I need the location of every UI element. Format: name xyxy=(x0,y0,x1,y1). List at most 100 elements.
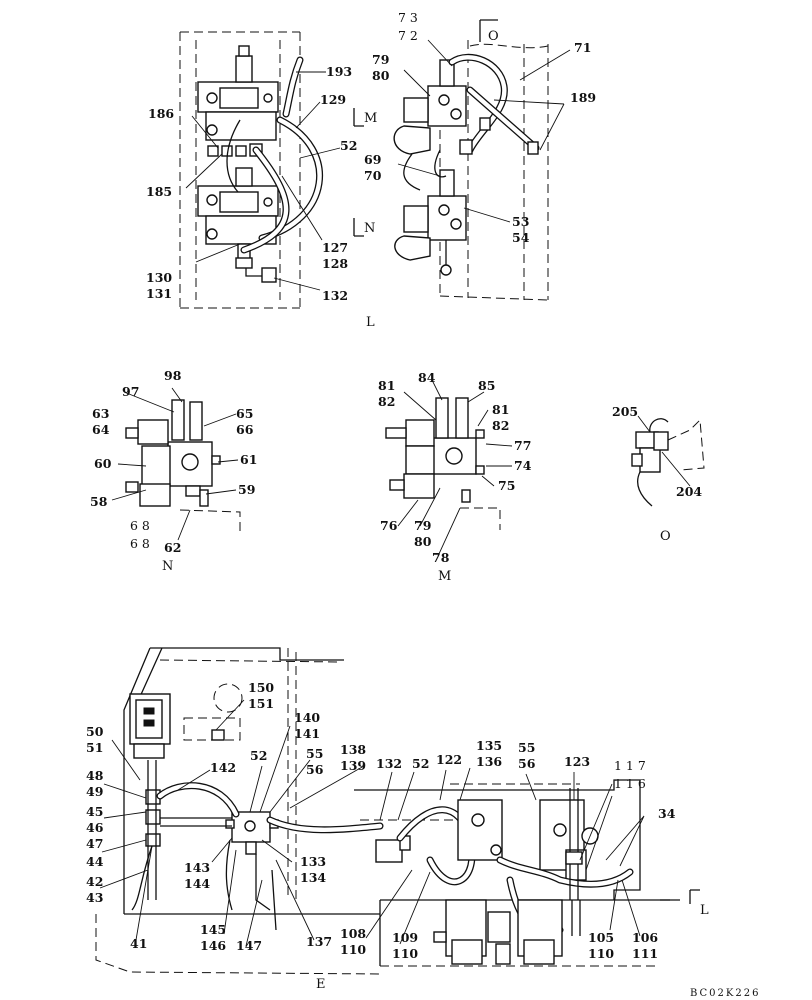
callout-80: 80 xyxy=(372,68,390,83)
view-e-callouts: 150 151 50 51 140 141 52 55 56 138 139 1… xyxy=(86,680,709,992)
callout-123: 123 xyxy=(564,754,590,769)
view-label-e: E xyxy=(316,977,326,992)
callout-128: 128 xyxy=(322,256,348,271)
callout-52-b: 52 xyxy=(250,748,267,763)
callout-66: 66 xyxy=(236,422,254,437)
callout-116: 1 1 6 xyxy=(614,776,646,791)
callout-61: 61 xyxy=(240,452,257,467)
callout-47: 47 xyxy=(86,836,103,851)
view-m-callouts: 81 82 84 85 81 82 77 74 75 76 79 80 78 M xyxy=(378,370,532,584)
view-e-assembly xyxy=(95,647,700,975)
callout-110-b: 110 xyxy=(392,946,418,961)
drawing-code: BC02K226 xyxy=(690,988,760,999)
callout-69: 69 xyxy=(364,152,381,167)
view-label-n: N xyxy=(162,559,173,574)
view-label-o: O xyxy=(660,529,671,544)
view-o-detail xyxy=(631,415,705,507)
callout-81-b: 81 xyxy=(492,402,509,417)
callout-140: 140 xyxy=(294,710,320,725)
callout-193: 193 xyxy=(326,64,352,79)
callout-129: 129 xyxy=(320,92,346,107)
callout-56-b: 56 xyxy=(518,756,536,771)
callout-51: 51 xyxy=(86,740,103,755)
callout-53: 53 xyxy=(512,214,529,229)
callout-136: 136 xyxy=(476,754,502,769)
callout-130: 130 xyxy=(146,270,172,285)
callout-42: 42 xyxy=(86,874,103,889)
callout-151: 151 xyxy=(248,696,274,711)
view-o-assembly xyxy=(353,19,571,301)
callout-46: 46 xyxy=(86,820,104,835)
view-label-m: M xyxy=(438,569,451,584)
callout-143: 143 xyxy=(184,860,210,875)
callout-65: 65 xyxy=(236,406,253,421)
callout-98: 98 xyxy=(164,368,182,383)
callout-79: 79 xyxy=(372,52,389,67)
callout-34: 34 xyxy=(658,806,676,821)
callout-73: 7 3 xyxy=(398,10,418,25)
callout-134: 134 xyxy=(300,870,326,885)
callout-111: 111 xyxy=(632,946,658,961)
callout-185: 185 xyxy=(146,184,172,199)
callout-139: 139 xyxy=(340,758,366,773)
callout-97: 97 xyxy=(122,384,139,399)
view-l-assembly xyxy=(179,31,341,309)
callout-142: 142 xyxy=(210,760,236,775)
callout-138: 138 xyxy=(340,742,366,757)
callout-68-a: 6 8 xyxy=(130,518,150,533)
view-n-assembly xyxy=(111,387,241,541)
callout-108: 108 xyxy=(340,926,366,941)
callout-110-c: 110 xyxy=(588,946,614,961)
callout-132: 132 xyxy=(322,288,348,303)
callout-82: 82 xyxy=(378,394,395,409)
callout-55-b: 55 xyxy=(518,740,535,755)
callout-55: 55 xyxy=(306,746,323,761)
callout-52: 52 xyxy=(340,138,357,153)
callout-145: 145 xyxy=(200,922,226,937)
callout-76: 76 xyxy=(380,518,398,533)
callout-72: 7 2 xyxy=(398,28,418,43)
callout-78: 78 xyxy=(432,550,450,565)
callout-147: 147 xyxy=(236,938,262,953)
callout-48: 48 xyxy=(86,768,104,783)
callout-117: 1 1 7 xyxy=(614,758,646,773)
view-arrow-m: M xyxy=(364,111,377,126)
view-m-assembly xyxy=(385,379,513,557)
callout-106: 106 xyxy=(632,930,658,945)
callout-109: 109 xyxy=(392,930,418,945)
callout-75: 75 xyxy=(498,478,515,493)
callout-59: 59 xyxy=(238,482,255,497)
callout-150: 150 xyxy=(248,680,274,695)
view-arrow-l: L xyxy=(700,903,709,918)
callout-133: 133 xyxy=(300,854,326,869)
callout-84: 84 xyxy=(418,370,436,385)
view-o-callouts: O M N 7 3 7 2 79 80 71 189 69 70 53 54 xyxy=(364,10,596,245)
callout-64: 64 xyxy=(92,422,110,437)
callout-41: 41 xyxy=(130,936,147,951)
callout-141: 141 xyxy=(294,726,320,741)
callout-110: 110 xyxy=(340,942,366,957)
callout-52-c: 52 xyxy=(412,756,429,771)
callout-44: 44 xyxy=(86,854,104,869)
callout-105: 105 xyxy=(588,930,614,945)
callout-43: 43 xyxy=(86,890,103,905)
callout-49: 49 xyxy=(86,784,103,799)
callout-82-b: 82 xyxy=(492,418,509,433)
view-o-detail-callouts: 205 204 O xyxy=(612,404,702,544)
callout-71: 71 xyxy=(574,40,591,55)
callout-189: 189 xyxy=(570,90,596,105)
callout-81: 81 xyxy=(378,378,395,393)
callout-70: 70 xyxy=(364,168,382,183)
callout-60: 60 xyxy=(94,456,112,471)
view-arrow-n: N xyxy=(364,221,375,236)
callout-122: 122 xyxy=(436,752,462,767)
view-arrow-o: O xyxy=(488,29,499,44)
callout-186: 186 xyxy=(148,106,174,121)
callout-79-b: 79 xyxy=(414,518,431,533)
callout-45: 45 xyxy=(86,804,103,819)
view-n-callouts: 97 98 63 64 65 66 60 61 58 59 6 8 6 8 62… xyxy=(90,368,257,574)
view-l-callouts: 193 129 186 52 185 127 128 130 131 132 L xyxy=(146,64,375,330)
callout-80-b: 80 xyxy=(414,534,432,549)
callout-74: 74 xyxy=(514,458,532,473)
